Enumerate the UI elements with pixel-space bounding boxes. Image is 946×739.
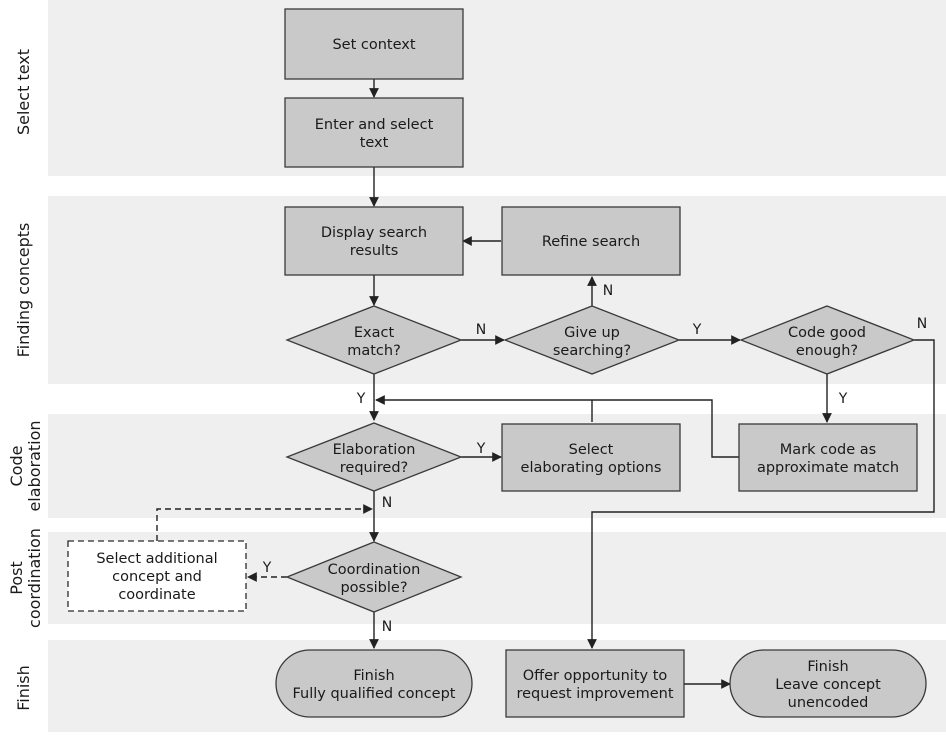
- label-giveup-yes: Y: [692, 322, 702, 338]
- edge-mark-to-merge: [375, 395, 739, 458]
- lane-label-finish: Finish: [14, 665, 33, 711]
- refine-search-text: Refine search: [542, 234, 640, 250]
- finish-qualified-terminal: [275, 649, 473, 718]
- select-elaborating-box: [501, 423, 681, 492]
- exact-match-diamond: [285, 305, 463, 375]
- lane-label-select-text: Select text: [14, 49, 33, 135]
- label-exact-yes: Y: [356, 391, 366, 407]
- mark-approximate-box: [738, 423, 918, 492]
- lane-label-code-elaboration: Codeelaboration: [7, 420, 44, 511]
- lane-label-finding-concepts: Finding concepts: [14, 223, 33, 358]
- edge-codegood-no: [587, 339, 935, 649]
- enter-select-text-box: [284, 97, 464, 168]
- elaboration-required-diamond: [285, 422, 463, 492]
- label-coord-yes: Y: [262, 560, 272, 576]
- finish-unencoded-terminal: [729, 649, 927, 718]
- label-coord-no: N: [382, 619, 392, 635]
- set-context-text: Set context: [332, 37, 415, 53]
- give-up-diamond: [503, 305, 681, 375]
- lane-label-post-coordination: Postcoordination: [7, 528, 44, 628]
- label-elab-yes: Y: [476, 441, 486, 457]
- offer-opportunity-box: [505, 649, 685, 718]
- display-results-box: [284, 206, 464, 276]
- refine-search-box: [501, 206, 681, 276]
- code-good-diamond: [739, 305, 916, 375]
- label-codegood-no: N: [917, 316, 927, 332]
- coordination-possible-diamond: [285, 541, 463, 613]
- label-exact-no: N: [476, 322, 486, 338]
- edge-additional-loop: [156, 504, 373, 541]
- lane-select-text: [48, 0, 946, 176]
- select-additional-box: [67, 540, 247, 612]
- label-giveup-no: N: [603, 283, 613, 299]
- label-codegood-yes: Y: [838, 391, 848, 407]
- edges: [156, 79, 935, 689]
- label-elab-no: N: [382, 495, 392, 511]
- set-context-box: [284, 8, 464, 80]
